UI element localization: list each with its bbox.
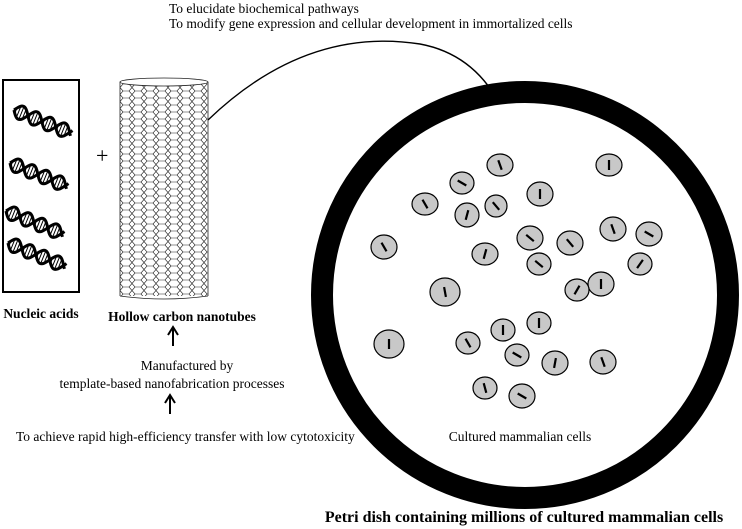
cell-icon [526, 252, 552, 276]
cell-icon [508, 383, 536, 409]
cell-nucleus [600, 356, 606, 368]
cell-icon [526, 181, 554, 207]
up-arrow-icon [164, 393, 176, 414]
cell-nucleus [565, 238, 575, 248]
cell-nucleus [482, 382, 488, 394]
cell-nucleus [553, 357, 557, 369]
goal-text: To achieve rapid high-efficiency transfe… [16, 429, 355, 444]
annotation-biochemical: To elucidate biochemical pathways [169, 1, 359, 16]
cell-icon [455, 331, 481, 355]
cell-icon [370, 234, 398, 260]
annotation-gene-expression: To modify gene expression and cellular d… [169, 16, 573, 31]
cell-nucleus [497, 159, 503, 171]
cell-icon [411, 192, 439, 216]
cell-nucleus [525, 233, 535, 243]
cell-icon [504, 343, 530, 367]
cell-nucleus [636, 259, 644, 269]
nanotube-label: Hollow carbon nanotubes [108, 309, 256, 324]
cell-icon [373, 329, 405, 359]
dna-helix-icon [8, 157, 70, 191]
cell-nucleus [491, 201, 501, 211]
dna-helix-group [4, 104, 74, 271]
cell-nucleus [380, 242, 388, 252]
cell-nucleus [443, 286, 447, 298]
cell-icon [454, 202, 480, 228]
cell-icon [587, 271, 615, 297]
cell-icon [589, 349, 617, 375]
cell-icon [429, 277, 461, 307]
cell-icon [486, 153, 514, 177]
cell-icon [541, 350, 569, 376]
cell-nucleus [482, 248, 488, 260]
cell-icon [526, 311, 552, 335]
cell-icon [472, 376, 498, 400]
cell-nucleus [457, 179, 467, 187]
cell-icon [595, 153, 623, 177]
cell-icon [471, 242, 499, 266]
cell-nucleus [517, 392, 527, 400]
cell-nucleus [421, 199, 429, 209]
nanofabrication-text: template-based nanofabrication processes [60, 376, 285, 391]
cell-nucleus [610, 223, 616, 235]
cell-icon [556, 230, 584, 256]
cell-icon [635, 221, 663, 247]
dna-helix-icon [6, 237, 68, 271]
nanotube-mesh-icon [119, 77, 209, 300]
cell-icon [484, 194, 508, 218]
cell-nucleus [512, 351, 522, 359]
plus-sign: + [96, 143, 108, 168]
dna-helix-icon [4, 205, 66, 239]
dna-helix-icon [12, 104, 74, 138]
cell-icon [490, 318, 516, 342]
cell-icon [599, 216, 627, 242]
cells-label: Cultured mammalian cells [449, 429, 591, 444]
cell-nucleus [534, 259, 544, 269]
cell-nucleus [464, 209, 470, 221]
cell-icon [516, 225, 544, 251]
nucleic-acids-box [2, 79, 80, 293]
cell-icon [449, 171, 475, 195]
cell-icon [564, 278, 590, 302]
cell-nucleus [573, 285, 581, 295]
manufactured-by-text: Manufactured by [141, 358, 234, 373]
cell-nucleus [464, 338, 472, 348]
nucleic-acids-label: Nucleic acids [3, 306, 78, 321]
dish-caption: Petri dish containing millions of cultur… [325, 509, 723, 526]
up-arrow-icon [167, 325, 179, 346]
cell-icon [627, 252, 653, 276]
cell-nucleus [644, 230, 654, 238]
cells-group [370, 153, 663, 409]
